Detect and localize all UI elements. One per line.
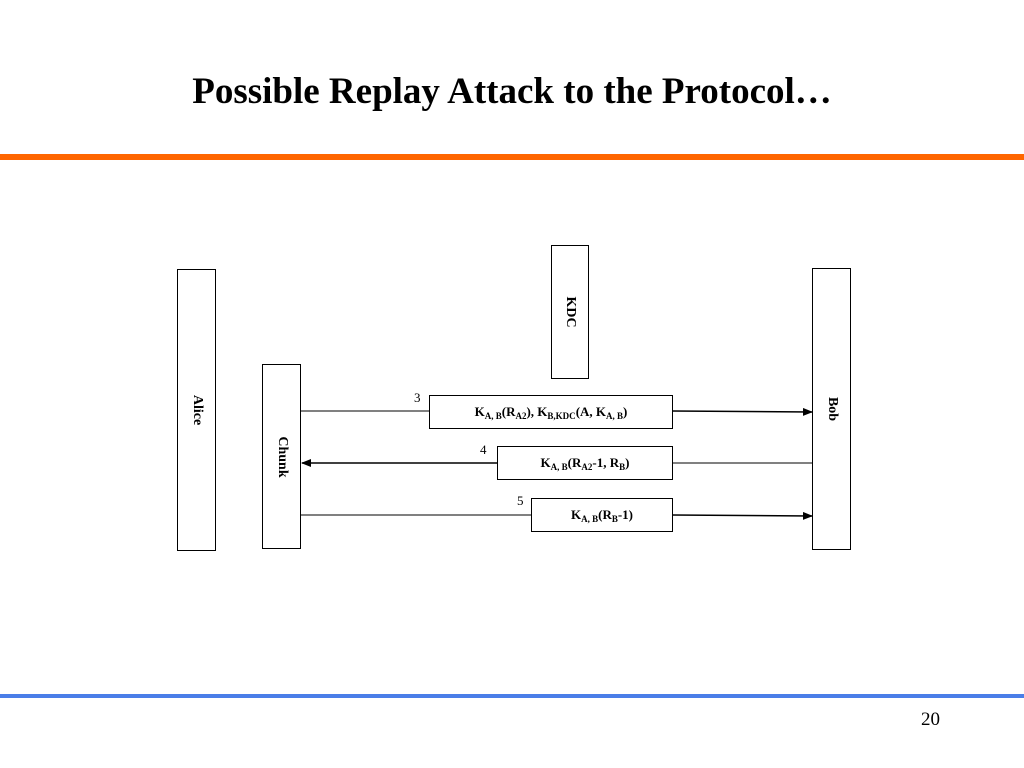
message-4-box: KA, B(RA2-1, RB) bbox=[497, 446, 673, 480]
slide-title: Possible Replay Attack to the Protocol… bbox=[192, 71, 832, 112]
message-5-text: KA, B(RB-1) bbox=[570, 507, 634, 524]
actor-kdc-label: KDC bbox=[563, 296, 578, 328]
message-5-box: KA, B(RB-1) bbox=[531, 498, 673, 532]
message-4-text: KA, B(RA2-1, RB) bbox=[540, 455, 630, 472]
actor-chunk-label: Chunk bbox=[274, 435, 290, 478]
actor-chunk: Chunk bbox=[262, 364, 301, 549]
actor-bob-label: Bob bbox=[824, 396, 840, 422]
actor-alice-label: Alice bbox=[189, 394, 205, 426]
message-5-step: 5 bbox=[517, 493, 524, 508]
page-number: 20 bbox=[921, 709, 940, 730]
actor-kdc: KDC bbox=[551, 245, 589, 379]
actor-alice: Alice bbox=[177, 269, 216, 551]
message-3-arrow bbox=[671, 407, 813, 416]
actor-bob: Bob bbox=[812, 268, 851, 550]
message-3-box: KA, B(RA2), KB,KDC(A, KA, B) bbox=[429, 395, 673, 429]
message-5-arrow bbox=[671, 511, 813, 520]
message-4-step: 4 bbox=[480, 442, 487, 457]
message-3-step: 3 bbox=[414, 390, 421, 405]
bottom-divider bbox=[0, 694, 1024, 698]
message-3-text: KA, B(RA2), KB,KDC(A, KA, B) bbox=[474, 404, 628, 421]
top-divider bbox=[0, 154, 1024, 160]
